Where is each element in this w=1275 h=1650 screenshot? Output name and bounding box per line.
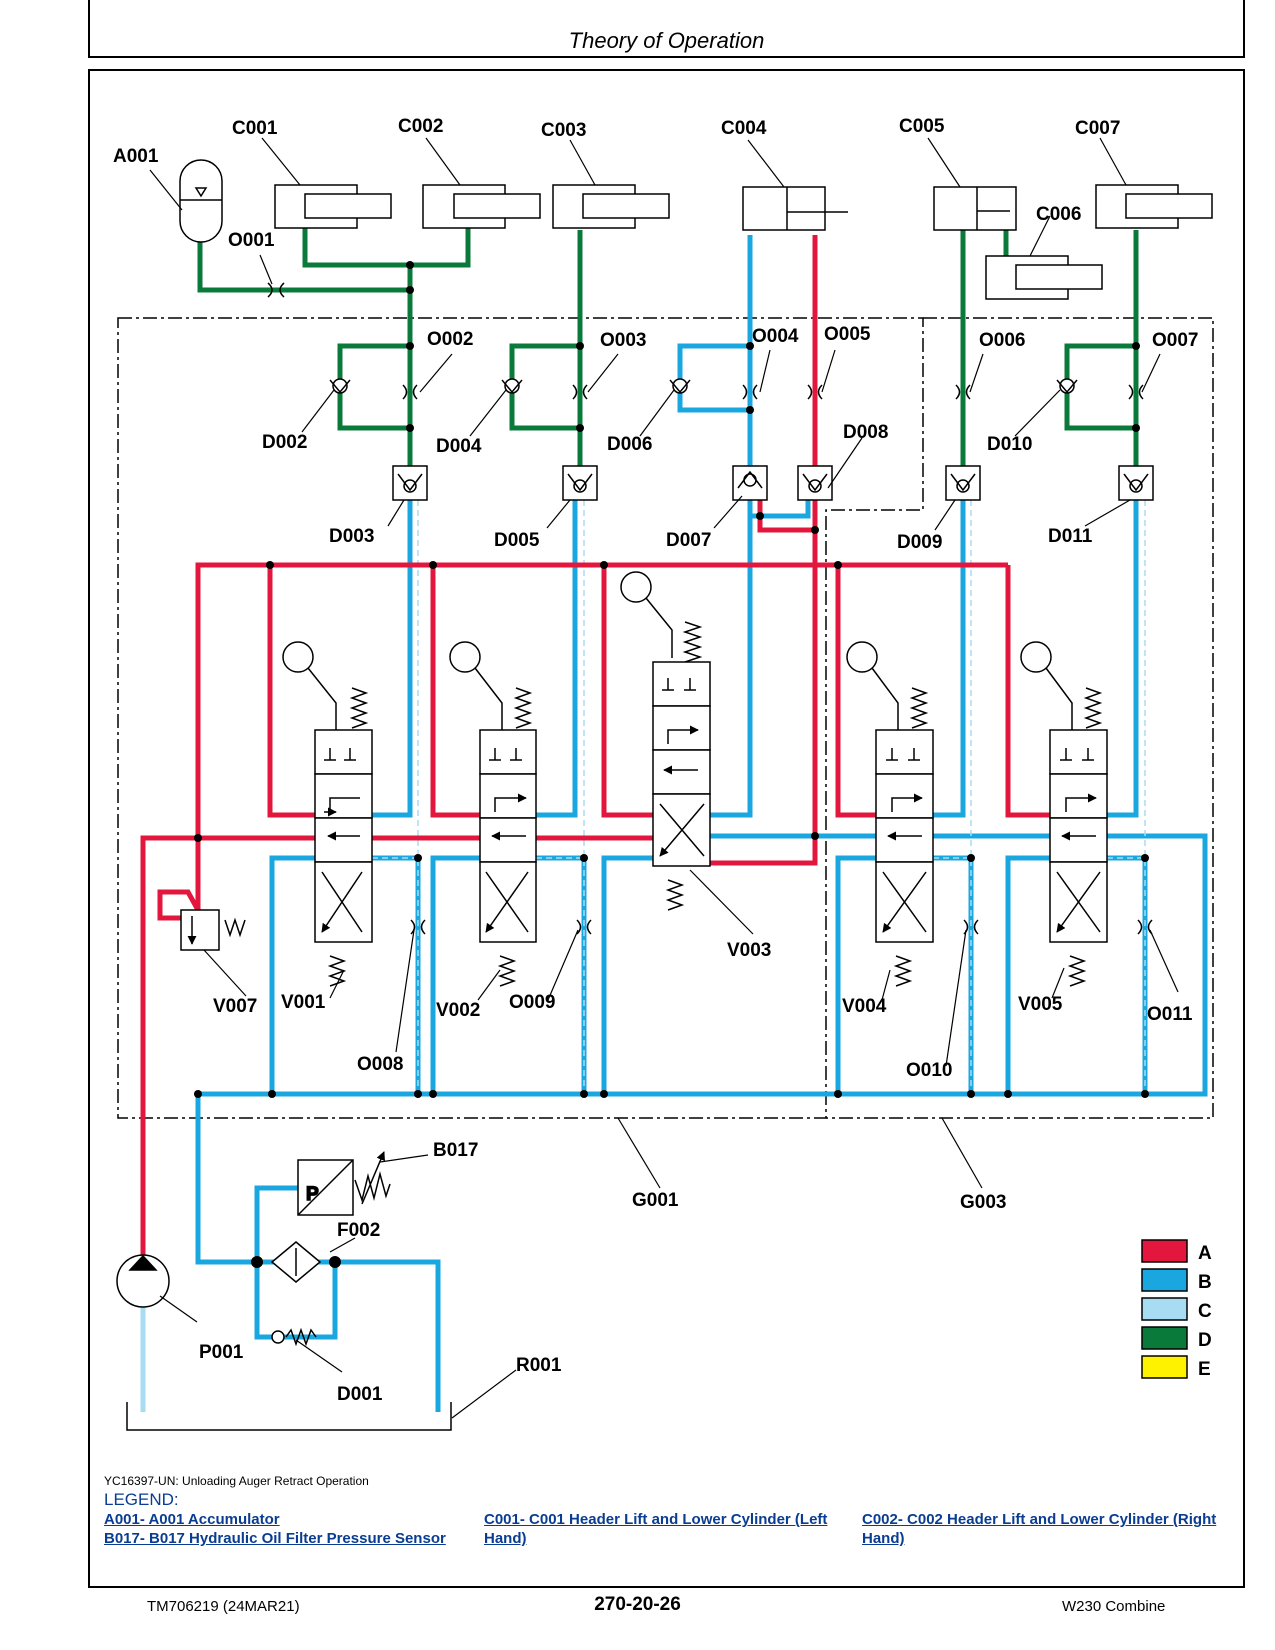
legend-swatch-e bbox=[1141, 1355, 1188, 1379]
reservoir-r001 bbox=[126, 1402, 452, 1431]
spool-flow-marks bbox=[322, 678, 1101, 932]
label-p001: P001 bbox=[199, 1342, 244, 1363]
bypass-check-d001 bbox=[271, 1327, 317, 1347]
label-d005: D005 bbox=[494, 530, 540, 551]
label-o007: O007 bbox=[1152, 330, 1198, 351]
label-c001: C001 bbox=[232, 118, 278, 139]
legend-link-a001[interactable]: A001- A001 Accumulator bbox=[104, 1511, 280, 1528]
label-c003: C003 bbox=[541, 120, 586, 141]
label-d001: D001 bbox=[337, 1384, 383, 1405]
dashed-light-lines bbox=[372, 500, 1146, 1094]
diagram-frame bbox=[88, 69, 1245, 1588]
label-c005: C005 bbox=[899, 116, 945, 137]
cylinder-c006 bbox=[985, 255, 1103, 300]
orifice-symbols bbox=[267, 282, 1153, 935]
label-a001: A001 bbox=[113, 146, 159, 167]
label-o002: O002 bbox=[427, 329, 473, 350]
legend-swatch-label-d: D bbox=[1198, 1330, 1212, 1351]
label-d004: D004 bbox=[436, 436, 482, 457]
label-d006: D006 bbox=[607, 434, 652, 455]
pressure-sensor-b017: P bbox=[297, 1151, 391, 1216]
legend-link-c001[interactable]: C001- C001 Header Lift and Lower Cylinde… bbox=[484, 1511, 828, 1547]
label-c007: C007 bbox=[1075, 118, 1120, 139]
legend-swatch-label-b: B bbox=[1198, 1272, 1212, 1293]
label-o005: O005 bbox=[824, 324, 871, 345]
cylinder-c007 bbox=[1095, 184, 1213, 229]
label-b017: B017 bbox=[433, 1140, 478, 1161]
cylinders bbox=[274, 184, 1213, 300]
leader-lines bbox=[149, 137, 1179, 1419]
pump-p001 bbox=[116, 1254, 170, 1308]
footer-product: W230 Combine bbox=[1062, 1598, 1166, 1615]
red-lines bbox=[140, 235, 1050, 1262]
label-o008: O008 bbox=[357, 1054, 403, 1075]
cylinder-c002 bbox=[422, 184, 541, 229]
label-d008: D008 bbox=[843, 422, 888, 443]
label-g001: G001 bbox=[632, 1190, 679, 1211]
component-labels: A001 O001 C001 C002 C003 C004 C005 C006 … bbox=[113, 116, 1198, 1405]
label-v004: V004 bbox=[842, 996, 887, 1017]
junction-dots bbox=[194, 261, 1149, 1268]
group-g003-outline bbox=[826, 317, 1214, 1119]
footer-doc-id: TM706219 (24MAR21) bbox=[147, 1598, 300, 1615]
svg-text:P: P bbox=[306, 1184, 319, 1205]
legend-link-c002[interactable]: C002- C002 Header Lift and Lower Cylinde… bbox=[862, 1511, 1217, 1547]
filter-f002 bbox=[270, 1241, 322, 1283]
legend-swatch-label-a: A bbox=[1198, 1243, 1212, 1264]
green-lines bbox=[197, 225, 1139, 480]
footer-page-number: 270-20-26 bbox=[594, 1594, 681, 1615]
cylinder-c001 bbox=[274, 184, 392, 229]
page-header-title: Theory of Operation bbox=[568, 28, 765, 53]
legend-swatch-c bbox=[1141, 1297, 1188, 1321]
spool-valves bbox=[282, 571, 1108, 987]
label-o003: O003 bbox=[600, 330, 646, 351]
legend-swatch-b bbox=[1141, 1268, 1188, 1292]
ball-check-valves bbox=[329, 378, 1078, 394]
legend-swatch-d bbox=[1141, 1326, 1188, 1350]
label-d003: D003 bbox=[329, 526, 374, 547]
label-o011: O011 bbox=[1147, 1004, 1193, 1025]
valve-group-outlines bbox=[117, 317, 1214, 1119]
label-o006: O006 bbox=[979, 330, 1025, 351]
label-r001: R001 bbox=[516, 1355, 562, 1376]
label-d007: D007 bbox=[666, 530, 711, 551]
check-valve-boxes bbox=[392, 465, 1154, 501]
relief-valve-v007 bbox=[180, 909, 246, 951]
label-o001: O001 bbox=[228, 230, 275, 251]
cylinder-c004 bbox=[742, 186, 848, 231]
label-v002: V002 bbox=[436, 1000, 480, 1021]
legend-heading: LEGEND: bbox=[104, 1490, 179, 1509]
label-g003: G003 bbox=[960, 1192, 1006, 1213]
label-d011: D011 bbox=[1048, 526, 1093, 547]
cylinder-c005 bbox=[933, 186, 1017, 231]
label-d009: D009 bbox=[897, 532, 942, 553]
label-c004: C004 bbox=[721, 118, 767, 139]
label-d010: D010 bbox=[987, 434, 1032, 455]
label-v001: V001 bbox=[281, 992, 326, 1013]
label-c006: C006 bbox=[1036, 204, 1081, 225]
label-o004: O004 bbox=[752, 326, 799, 347]
figure-caption: YC16397-UN: Unloading Auger Retract Oper… bbox=[104, 1474, 369, 1488]
cylinder-c003 bbox=[552, 184, 670, 229]
label-o010: O010 bbox=[906, 1060, 952, 1081]
accumulator-a001 bbox=[179, 159, 223, 243]
legend-swatch-label-e: E bbox=[1198, 1359, 1211, 1380]
legend-swatch-label-c: C bbox=[1198, 1301, 1212, 1322]
label-c002: C002 bbox=[398, 116, 443, 137]
label-o009: O009 bbox=[509, 992, 555, 1013]
legend-link-b017[interactable]: B017- B017 Hydraulic Oil Filter Pressure… bbox=[104, 1530, 446, 1547]
label-v005: V005 bbox=[1018, 994, 1063, 1015]
spool-valve-v002 bbox=[449, 641, 537, 987]
header-frame bbox=[88, 0, 1245, 58]
label-f002: F002 bbox=[337, 1220, 380, 1241]
legend-swatch-a bbox=[1141, 1239, 1188, 1263]
label-d002: D002 bbox=[262, 432, 307, 453]
label-v007: V007 bbox=[213, 996, 257, 1017]
label-v003: V003 bbox=[727, 940, 771, 961]
spool-valve-v003 bbox=[620, 571, 711, 911]
